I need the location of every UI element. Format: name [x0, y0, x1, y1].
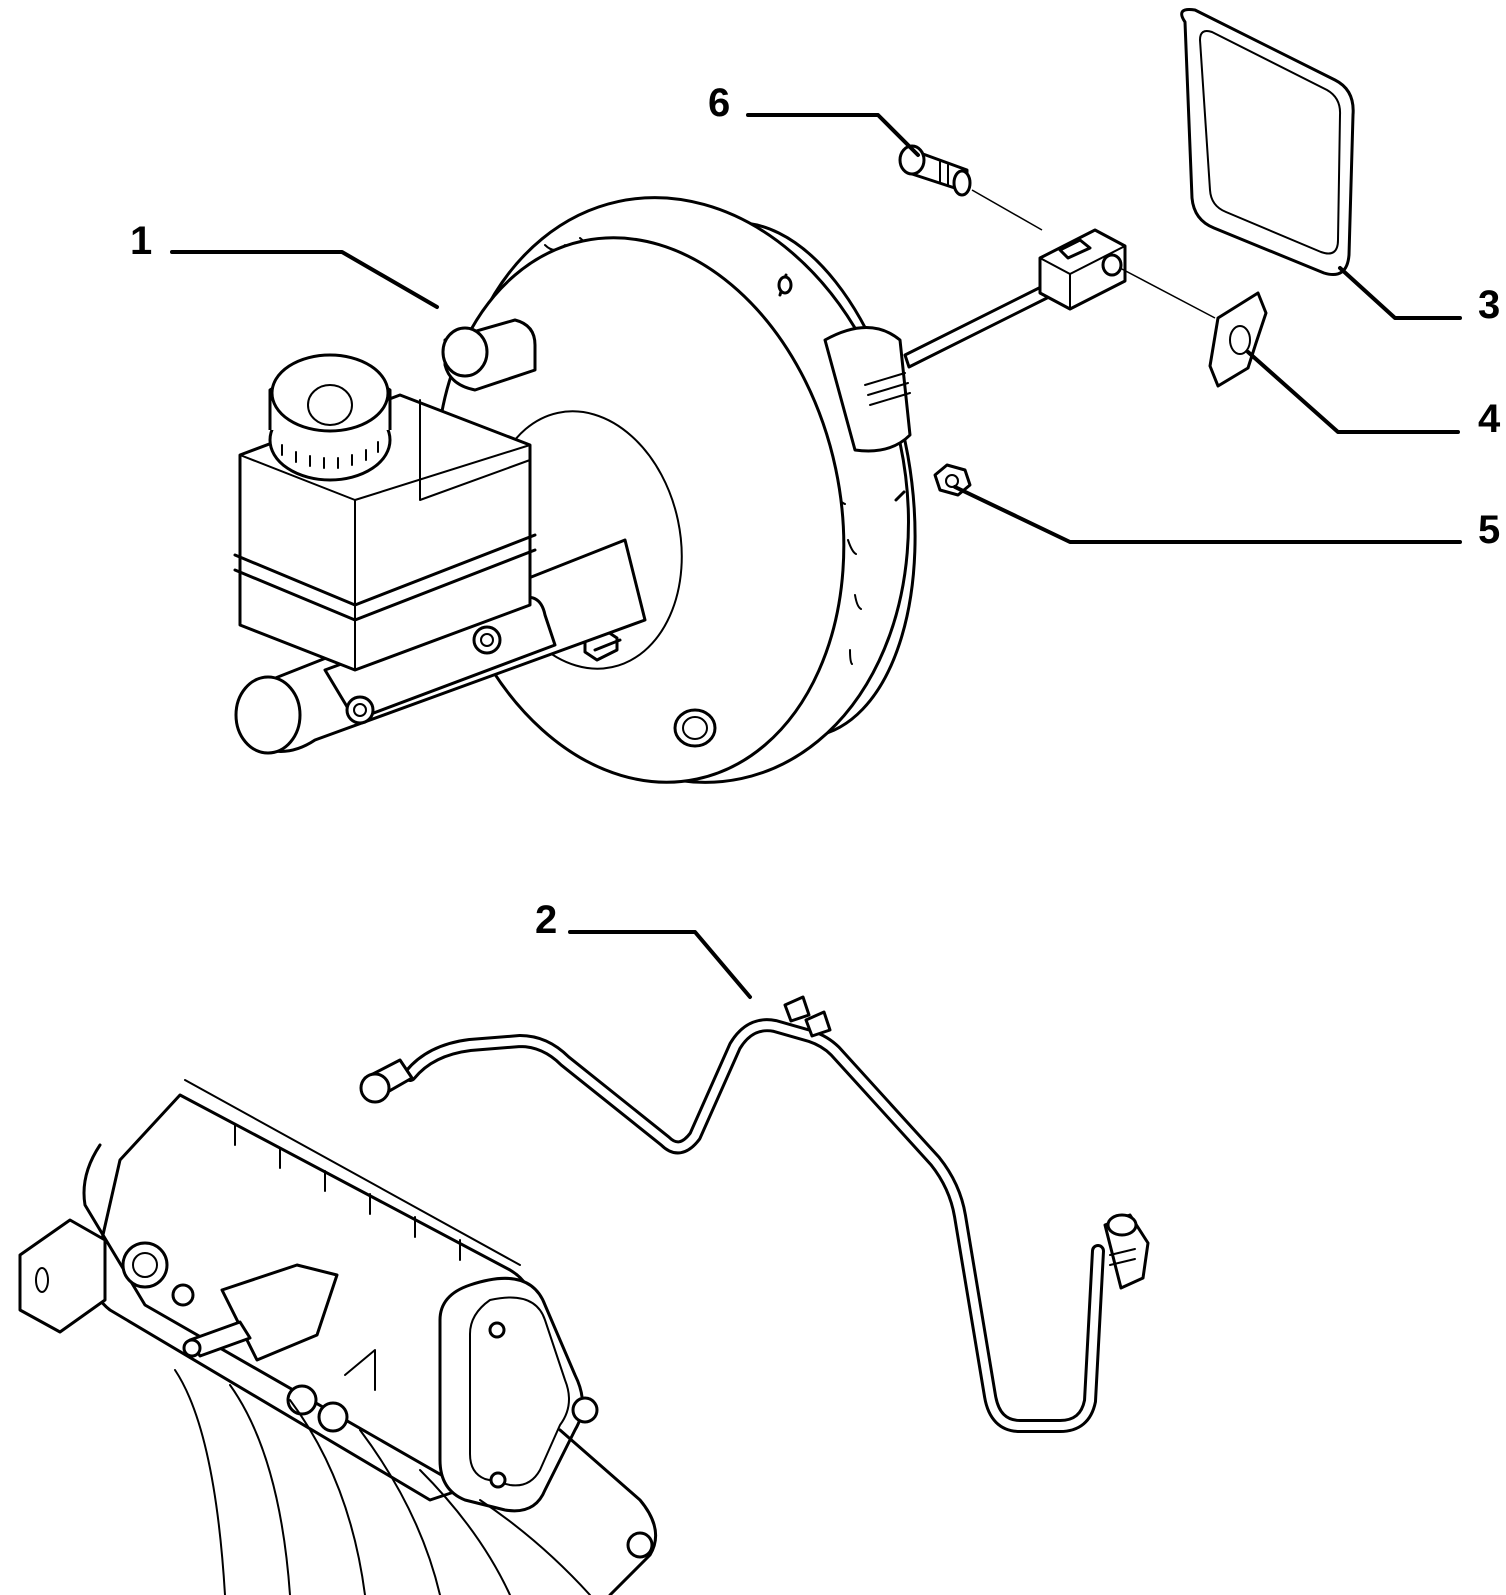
- leader-1: [170, 250, 439, 309]
- leader-2: [568, 930, 752, 999]
- leader-4: [1246, 350, 1460, 434]
- callout-2: 2: [535, 898, 557, 942]
- nut[interactable]: [933, 463, 972, 497]
- gasket[interactable]: [1180, 8, 1355, 276]
- brake-booster-assembly[interactable]: [233, 155, 1127, 826]
- leader-3: [1338, 266, 1462, 320]
- clip[interactable]: [1119, 267, 1268, 388]
- callout-1: 1: [130, 219, 152, 263]
- leader-6: [746, 113, 920, 157]
- callout-labels: 1 2 3 4 5 6: [130, 81, 1501, 942]
- leader-5: [953, 485, 1462, 544]
- callout-6: 6: [708, 81, 730, 125]
- leader-lines: [170, 113, 1462, 999]
- intake-manifold: [18, 1079, 658, 1595]
- callout-5: 5: [1478, 508, 1500, 552]
- vacuum-hose[interactable]: [359, 995, 1150, 1433]
- callout-3: 3: [1478, 283, 1500, 327]
- pin[interactable]: [898, 144, 1043, 231]
- callout-4: 4: [1478, 397, 1501, 441]
